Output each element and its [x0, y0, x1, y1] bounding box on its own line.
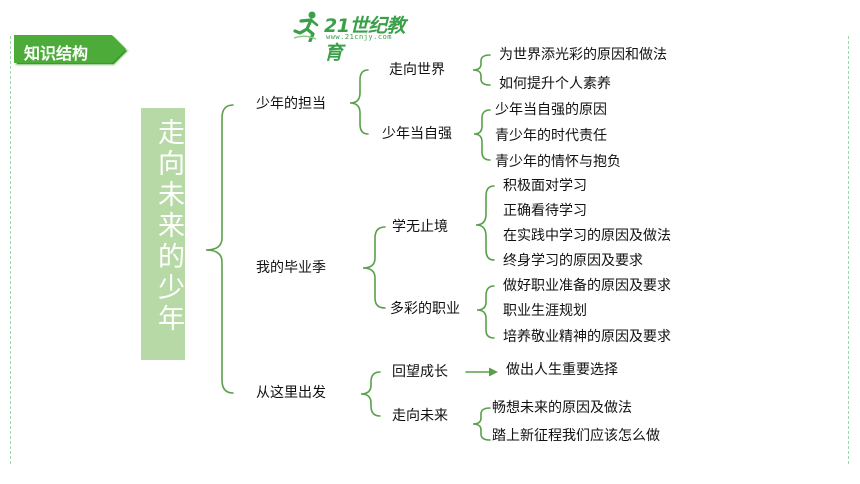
level2-self-strong: 少年当自强 — [382, 126, 452, 142]
bracket-career — [476, 285, 495, 339]
runner-icon — [293, 11, 319, 42]
item-learn-4: 终身学习的原因及要求 — [503, 253, 643, 269]
bracket-graduation — [362, 226, 386, 309]
logo: 21世纪教育 www.21cnjy.com — [292, 8, 422, 64]
bracket-future — [472, 407, 491, 441]
right-dashed-border — [848, 36, 849, 464]
arrow-head — [489, 367, 498, 377]
level2-careers: 多彩的职业 — [390, 301, 460, 317]
item-strong-1: 少年当自强的原因 — [495, 102, 607, 118]
level2-go-world: 走向世界 — [389, 62, 445, 78]
item-career-2: 职业生涯规划 — [503, 303, 587, 319]
section-tag-shape — [14, 35, 130, 66]
item-strong-2: 青少年的时代责任 — [495, 128, 607, 144]
section-tag: 知识结构 — [14, 35, 130, 67]
bracket-go-world — [472, 54, 491, 86]
item-future-2: 踏上新征程我们应该怎么做 — [492, 428, 660, 444]
bracket-main — [205, 104, 234, 394]
level1-graduation: 我的毕业季 — [256, 260, 326, 276]
left-dashed-border — [10, 36, 11, 464]
level2-look-back: 回望成长 — [392, 364, 448, 380]
level1-start-here: 从这里出发 — [256, 385, 326, 401]
level1-youth-duty: 少年的担当 — [256, 96, 326, 112]
bracket-strong — [473, 109, 491, 161]
main-title-box: 走向未来的少年 — [141, 108, 185, 360]
section-tag-label: 知识结构 — [24, 44, 89, 63]
item-future-1: 畅想未来的原因及做法 — [492, 400, 632, 416]
item-learn-3: 在实践中学习的原因及做法 — [503, 228, 671, 244]
logo-brand: 21世纪教育 — [324, 15, 405, 64]
item-lookback-1: 做出人生重要选择 — [506, 362, 618, 378]
logo-url: www.21cnjy.com — [326, 33, 393, 41]
bracket-learning — [475, 185, 495, 261]
item-world-1: 为世界添光彩的原因和做法 — [499, 47, 667, 63]
item-learn-2: 正确看待学习 — [503, 203, 587, 219]
level2-to-future: 走向未来 — [392, 408, 448, 424]
bracket-start-here — [360, 371, 381, 417]
item-strong-3: 青少年的情怀与抱负 — [495, 154, 621, 170]
item-career-1: 做好职业准备的原因及要求 — [503, 278, 671, 294]
level2-endless-learning: 学无止境 — [392, 219, 448, 235]
bracket-youth-duty — [349, 69, 369, 135]
item-learn-1: 积极面对学习 — [503, 178, 587, 194]
main-title: 走向未来的少年 — [153, 118, 184, 335]
item-world-2: 如何提升个人素养 — [499, 76, 611, 92]
item-career-3: 培养敬业精神的原因及要求 — [503, 329, 671, 345]
